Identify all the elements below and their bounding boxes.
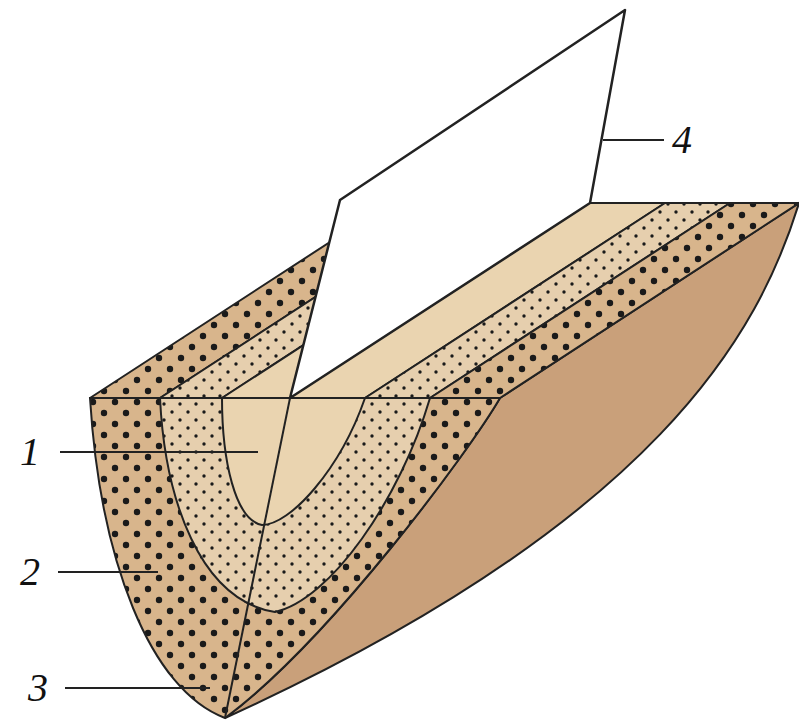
leader-lines bbox=[58, 140, 664, 688]
callout-number: 4 bbox=[672, 118, 692, 162]
plane-trace bbox=[225, 398, 290, 718]
middle-layer bbox=[160, 398, 430, 612]
callout-number: 3 bbox=[28, 666, 48, 710]
callout-number: 1 bbox=[20, 430, 40, 474]
axial-plane bbox=[290, 10, 625, 398]
outer-layer bbox=[90, 398, 500, 718]
callout-number: 2 bbox=[20, 550, 40, 594]
core-layer bbox=[222, 398, 365, 525]
